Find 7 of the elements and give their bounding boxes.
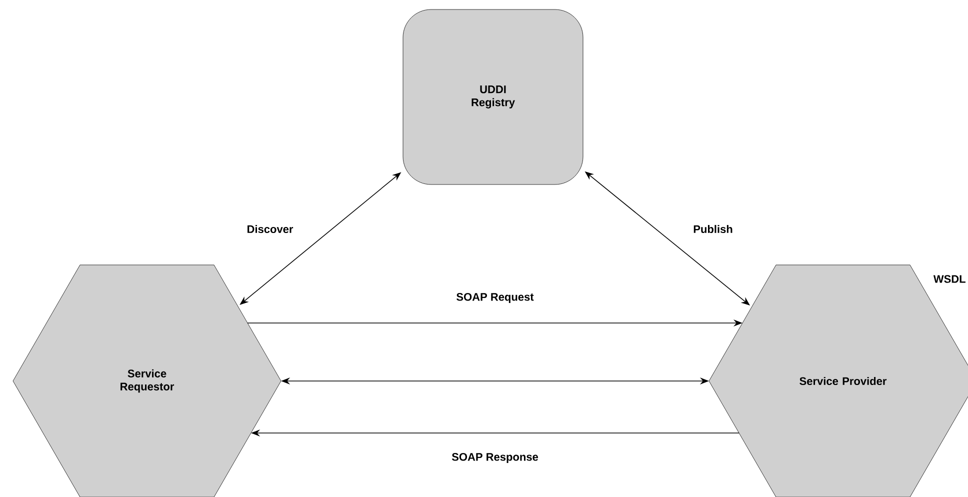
side-label: WSDL [933, 275, 966, 283]
service-hexagon: Service Requestor [12, 264, 282, 497]
registry-box: UDDI Registry [402, 9, 584, 185]
edge-label: SOAP Response [450, 451, 540, 465]
edge-label: SOAP Request [454, 291, 536, 305]
edge-label: Publish [691, 222, 735, 236]
edge-label: Discover [244, 222, 296, 236]
